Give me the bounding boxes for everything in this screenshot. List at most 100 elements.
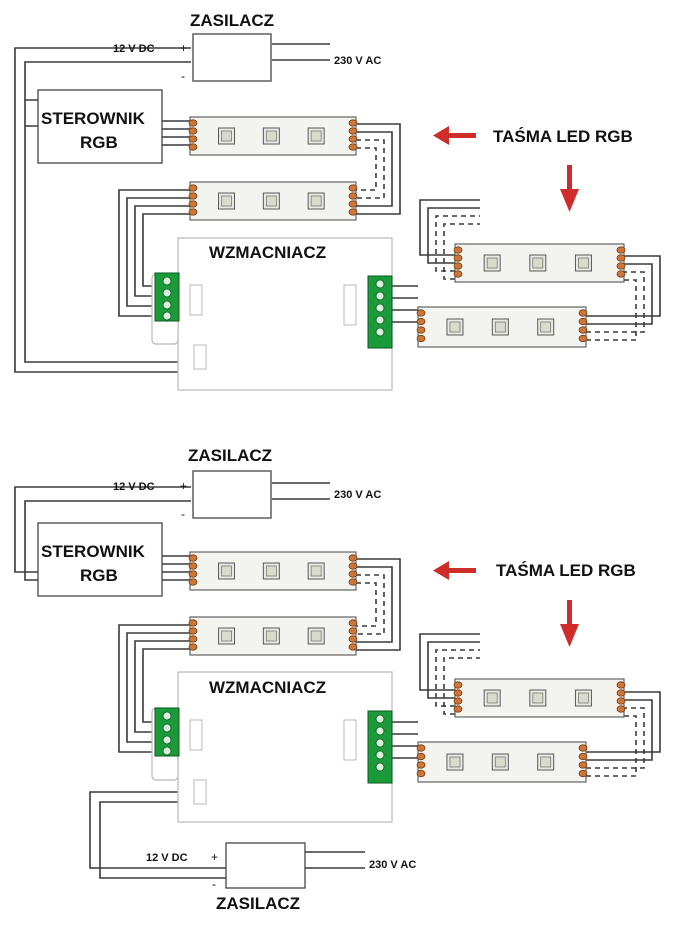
solder-pad bbox=[578, 752, 588, 761]
led-chip-icon bbox=[574, 254, 592, 272]
solder-pad bbox=[188, 127, 198, 135]
led-strip-3 bbox=[453, 678, 626, 718]
red-arrow-left-icon bbox=[433, 126, 476, 145]
red-arrow-down-icon bbox=[560, 600, 579, 647]
solder-pad bbox=[348, 635, 358, 643]
solder-pad bbox=[348, 192, 358, 200]
led-chip-icon bbox=[537, 318, 555, 336]
led-chip-icon bbox=[483, 689, 501, 707]
solder-pad bbox=[416, 769, 426, 778]
solder-pad bbox=[188, 200, 198, 208]
wiring-top bbox=[14, 43, 661, 373]
solder-pad bbox=[616, 270, 626, 278]
psu-minus-sign: - bbox=[181, 69, 185, 83]
solder-pad bbox=[578, 326, 588, 334]
solder-pad bbox=[188, 208, 198, 216]
solder-pad bbox=[348, 554, 358, 562]
diagram-bottom: ZASILACZ 12 V DC + - 230 V AC STEROWNIK … bbox=[14, 446, 661, 913]
solder-pad bbox=[348, 562, 358, 570]
amplifier-box bbox=[151, 237, 393, 391]
led-chip-icon bbox=[307, 627, 325, 645]
led-chip-icon bbox=[446, 318, 464, 336]
solder-pad bbox=[348, 135, 358, 143]
controller-label-line2: RGB bbox=[80, 133, 118, 152]
psu-ac-label: 230 V AC bbox=[334, 489, 381, 501]
led-chip-icon bbox=[537, 753, 555, 771]
solder-pad bbox=[453, 246, 463, 254]
led-chip-icon bbox=[529, 689, 547, 707]
led-chip-icon bbox=[218, 627, 236, 645]
psu-ac-label: 230 V AC bbox=[334, 55, 381, 67]
solder-pad bbox=[616, 262, 626, 270]
solder-pad bbox=[188, 570, 198, 578]
led-strip-4 bbox=[416, 306, 588, 348]
solder-pad bbox=[416, 334, 426, 343]
solder-pad bbox=[616, 681, 626, 689]
solder-pad bbox=[578, 761, 588, 769]
solder-pad bbox=[453, 681, 463, 689]
led-strip-1 bbox=[188, 551, 358, 591]
solder-pad bbox=[453, 270, 463, 278]
psu2-box bbox=[225, 842, 306, 889]
led-strip-2 bbox=[188, 616, 358, 656]
rgb-controller-box bbox=[37, 522, 163, 597]
solder-pad bbox=[578, 334, 588, 343]
psu2-plus-sign: + bbox=[211, 850, 218, 864]
led-chip-icon bbox=[262, 627, 280, 645]
solder-pad bbox=[348, 578, 358, 586]
strip-body bbox=[454, 678, 625, 718]
solder-pad bbox=[348, 208, 358, 216]
solder-pad bbox=[188, 643, 198, 651]
solder-pad bbox=[188, 184, 198, 192]
solder-pad bbox=[348, 627, 358, 635]
terminal-block-icon bbox=[367, 275, 393, 349]
led-chip-icon bbox=[491, 753, 509, 771]
solder-pad bbox=[348, 570, 358, 578]
psu2-ac-label: 230 V AC bbox=[369, 859, 416, 871]
solder-pad bbox=[416, 326, 426, 334]
solder-pad bbox=[188, 635, 198, 643]
solder-pad bbox=[616, 697, 626, 705]
solder-pad bbox=[453, 262, 463, 270]
solder-pad bbox=[188, 135, 198, 143]
solder-pad bbox=[578, 769, 588, 778]
psu-title: ZASILACZ bbox=[188, 446, 272, 465]
led-chip-icon bbox=[262, 192, 280, 210]
led-chip-icon bbox=[262, 127, 280, 145]
controller-label-line2: RGB bbox=[80, 566, 118, 585]
psu-dc-label: 12 V DC bbox=[113, 43, 155, 55]
solder-pad bbox=[348, 184, 358, 192]
led-chip-icon bbox=[529, 254, 547, 272]
solder-pad bbox=[188, 627, 198, 635]
led-strip-4 bbox=[416, 741, 588, 783]
solder-pad bbox=[348, 127, 358, 135]
solder-pad bbox=[578, 317, 588, 326]
led-chip-icon bbox=[218, 127, 236, 145]
solder-pad bbox=[188, 192, 198, 200]
psu2-dc-label: 12 V DC bbox=[146, 852, 188, 864]
solder-pad bbox=[616, 705, 626, 713]
led-chip-icon bbox=[307, 562, 325, 580]
psu-plus-sign: + bbox=[180, 41, 187, 55]
solder-pad bbox=[578, 309, 588, 317]
psu-box bbox=[192, 33, 272, 82]
solder-pad bbox=[416, 317, 426, 326]
psu-plus-sign: + bbox=[180, 479, 187, 493]
led-strip-label: TAŚMA LED RGB bbox=[493, 127, 633, 146]
amplifier-label: WZMACNIACZ bbox=[209, 243, 326, 262]
terminal-block-icon bbox=[154, 272, 180, 322]
psu2-minus-sign: - bbox=[212, 877, 216, 891]
solder-pad bbox=[453, 705, 463, 713]
led-chip-icon bbox=[262, 562, 280, 580]
solder-pad bbox=[348, 119, 358, 127]
solder-pad bbox=[348, 143, 358, 151]
led-chip-icon bbox=[307, 192, 325, 210]
solder-pad bbox=[616, 246, 626, 254]
rgb-controller-box bbox=[37, 89, 163, 164]
led-chip-icon bbox=[218, 562, 236, 580]
controller-label-line1: STEROWNIK bbox=[41, 542, 146, 561]
solder-pad bbox=[616, 689, 626, 697]
led-chip-icon bbox=[218, 192, 236, 210]
psu-box bbox=[192, 470, 272, 519]
red-arrow-left-icon bbox=[433, 561, 476, 580]
